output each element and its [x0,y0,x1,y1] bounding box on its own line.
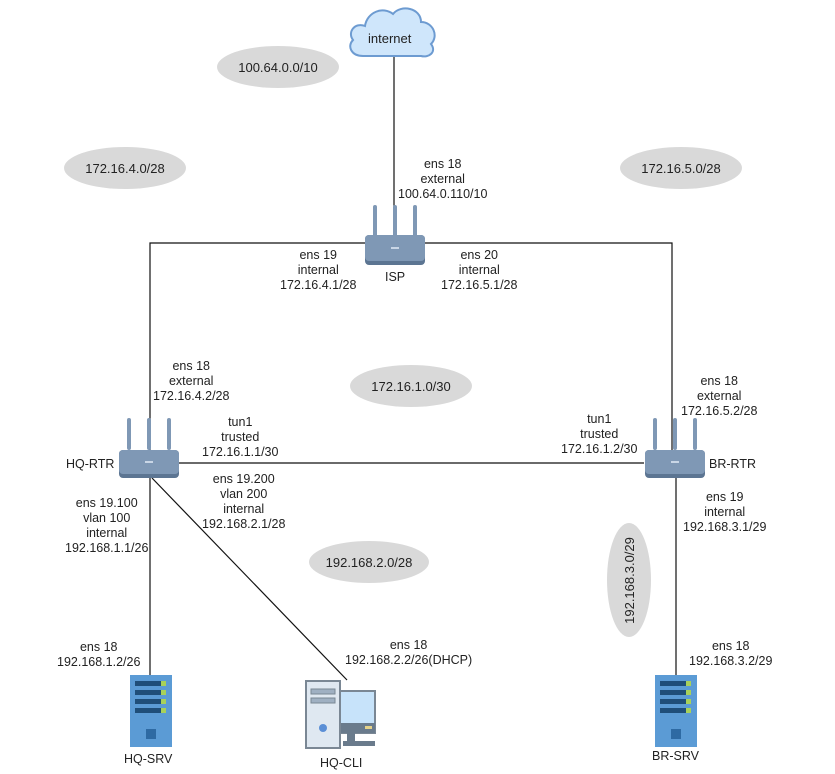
interface-role: trusted [221,430,260,444]
interface-label-hq-srv-ens18: ens 18 192.168.1.2/26 [57,640,140,670]
interface-name: ens 20 [460,248,498,262]
network-ellipse-vertical: 192.168.3.0/29 [607,523,651,637]
device-name-hq-cli: HQ-CLI [320,756,363,770]
cloud-icon [349,7,436,58]
device-name-br-srv: BR-SRV [652,749,700,763]
interface-label-isp-ens20: ens 20 internal 172.16.5.1/28 [441,248,517,293]
link-hq-rtr-hq-cli [151,477,348,681]
interface-name: tun1 [228,415,253,429]
interface-address: 172.16.1.1/30 [202,445,279,459]
network-ellipse: 172.16.1.0/30 [350,365,472,407]
interface-label-isp-ens18: ens 18 external 100.64.0.110/10 [398,157,487,202]
interface-role: external [696,389,742,403]
interface-label-br-tun1: tun1 trusted 172.16.1.2/30 [561,412,637,457]
interface-label-br-srv-ens18: ens 18 192.168.3.2/29 [689,639,772,669]
interface-label-br-ens19: ens 19 internal 192.168.3.1/29 [683,490,766,535]
interface-role: trusted [580,427,619,441]
interface-address: 192.168.1.1/26 [65,541,149,555]
link-isp-hq-rtr [149,242,366,460]
interface-name: ens 19 [705,490,744,504]
interface-label-hq-tun1: tun1 trusted 172.16.1.1/30 [202,415,278,460]
interface-label-br-ens18: ens 18 external 172.16.5.2/28 [681,374,757,419]
interface-address: 172.16.1.2/30 [561,442,638,456]
interface-name: ens 19 [299,248,337,262]
interface-label-hq-ens19-100: ens 19.100 vlan 100 internal 192.168.1.1… [65,496,148,556]
interface-name: ens 18 [389,638,428,652]
interface-address: 100.64.0.110/10 [398,187,488,201]
network-ellipse: 172.16.5.0/28 [620,147,742,189]
interface-label-hq-cli-ens18: ens 18 192.168.2.2/26(DHCP) [345,638,472,668]
interface-address: 172.16.4.1/28 [280,278,357,292]
network-label: 192.168.3.0/29 [621,536,637,624]
interface-name: tun1 [587,412,612,426]
interface-name: ens 19.100 [75,496,138,510]
interface-address: 172.16.5.2/28 [681,404,758,418]
interface-address: 192.168.3.1/29 [683,520,767,534]
interface-role: internal [223,502,265,516]
interface-address: 192.168.2.2/26(DHCP) [345,653,473,667]
interface-name: ens 18 [172,359,210,373]
interface-label-isp-ens19: ens 19 internal 172.16.4.1/28 [280,248,356,293]
cloud-label: internet [368,31,412,46]
interface-address: 192.168.2.1/28 [202,517,286,531]
interface-role: external [420,172,465,186]
interface-role: internal [297,263,339,277]
interface-name: ens 18 [700,374,738,388]
interface-address: 172.16.5.1/28 [441,278,518,292]
interface-vlan: vlan 200 [220,487,268,501]
device-name-hq-rtr: HQ-RTR [66,457,115,471]
interface-label-hq-ens19-200: ens 19.200 vlan 200 internal 192.168.2.1… [202,472,285,532]
network-ellipse: 192.168.2.0/28 [309,541,429,583]
interface-role: external [168,374,214,388]
interface-role: internal [458,263,500,277]
hq-client-workstation-icon [305,680,376,749]
interface-label-hq-ens18: ens 18 external 172.16.4.2/28 [153,359,229,404]
br-router-icon [645,418,705,478]
network-ellipse: 172.16.4.0/28 [64,147,186,189]
interface-name: ens 19.200 [212,472,275,486]
interface-vlan: vlan 100 [83,511,131,525]
interface-role: internal [86,526,128,540]
device-name-isp: ISP [385,270,406,284]
interface-address: 172.16.4.2/28 [153,389,230,403]
interface-address: 192.168.1.2/26 [57,655,141,669]
device-name-br-rtr: BR-RTR [709,457,756,471]
interface-name: ens 18 [79,640,118,654]
interface-address: 192.168.3.2/29 [689,654,773,668]
br-server-icon [655,675,697,747]
hq-server-icon [130,675,172,747]
network-ellipse: 100.64.0.0/10 [217,46,339,88]
isp-router-icon [365,205,425,265]
interface-role: internal [704,505,746,519]
device-name-hq-srv: HQ-SRV [124,752,173,766]
hq-router-icon [119,418,179,478]
interface-name: ens 18 [711,639,750,653]
link-isp-br-rtr [422,242,673,460]
interface-name: ens 18 [423,157,462,171]
